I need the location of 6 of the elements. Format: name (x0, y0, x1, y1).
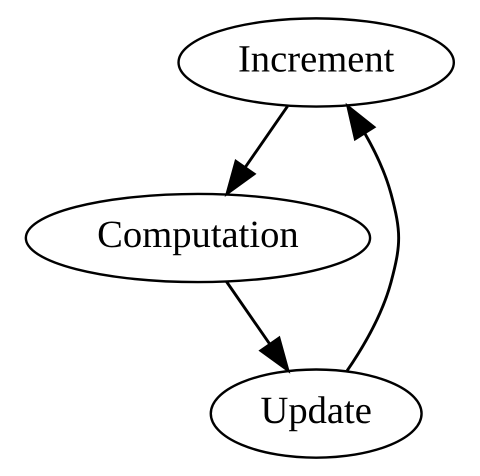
arrow (224, 105, 289, 198)
arrow (346, 102, 400, 372)
node-ellipse: Update (210, 368, 423, 459)
node-ellipse: Increment (177, 17, 456, 108)
arrow (225, 280, 290, 374)
node-ellipse: Computation (24, 192, 372, 284)
